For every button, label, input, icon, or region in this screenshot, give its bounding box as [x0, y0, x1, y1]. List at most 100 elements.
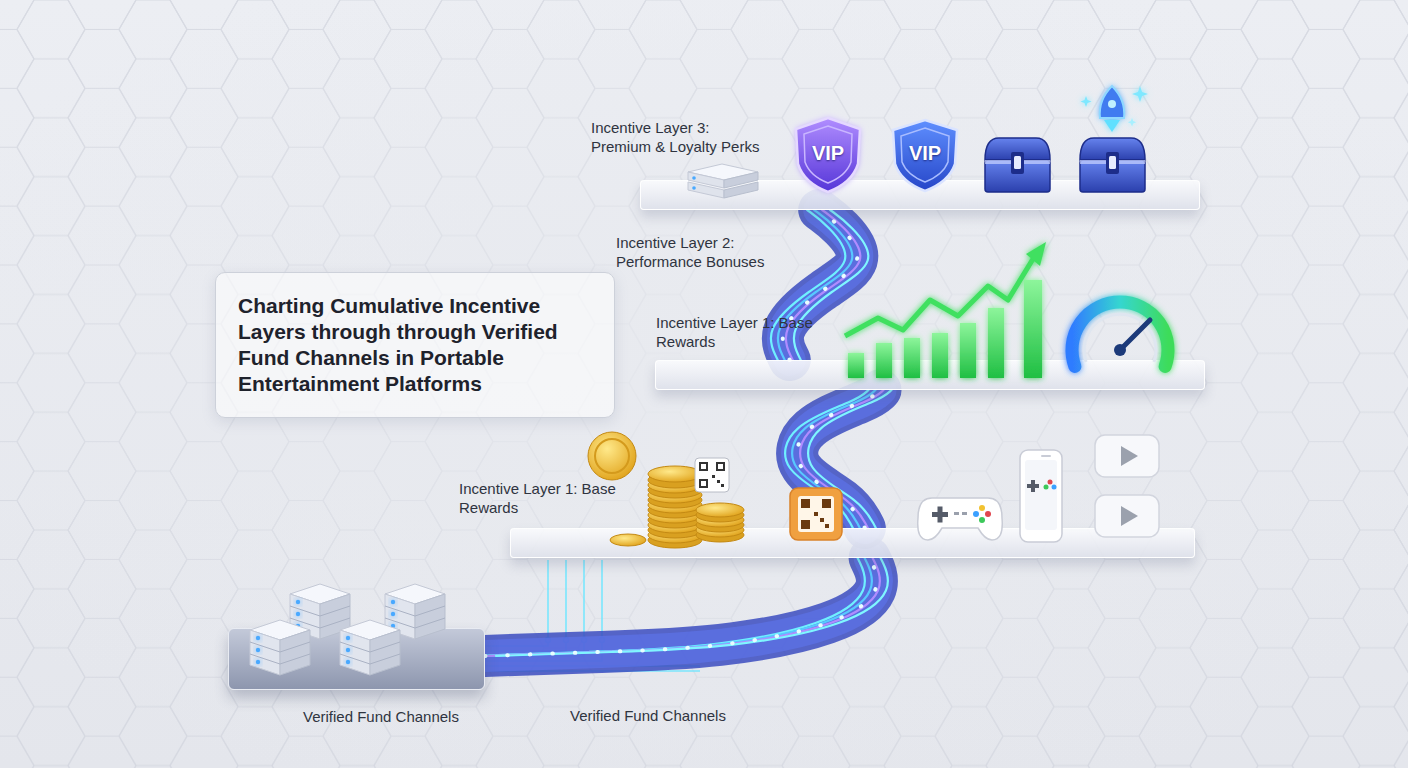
coin-stack-part: [696, 503, 744, 517]
coin-stack-part: [648, 502, 702, 518]
road-lane: [785, 390, 868, 528]
fund-road: [771, 210, 869, 360]
qr-code-part: [718, 464, 723, 469]
road-lane: [496, 558, 888, 656]
road-lane: [800, 390, 883, 528]
qr-tile-part: [820, 518, 824, 522]
gamepad-icon-part: [962, 512, 967, 515]
road-lane: [485, 558, 877, 656]
incentive-shelf: Incentive Layer 3: Premium & Loyalty Per…: [640, 180, 1200, 210]
gauge-icon-part: [1114, 344, 1126, 356]
road-lane: [808, 390, 891, 528]
badge-label: VIP: [788, 141, 868, 165]
incentive-shelf: Incentive Layer 1: Base Rewards: [510, 528, 1195, 558]
layer-label: Incentive Layer 1: Base Rewards: [459, 479, 641, 517]
bar-chart: [845, 242, 1046, 378]
qr-code-part: [721, 484, 724, 487]
gauge-icon: [1072, 302, 1168, 366]
play-button-part: [1121, 446, 1138, 466]
coin-stack-part: [648, 477, 702, 493]
fund-road: [473, 558, 888, 656]
phone-icon-part: [1025, 460, 1057, 530]
play-button: [1095, 435, 1159, 537]
coin-stack-part: [648, 482, 702, 498]
coin-stack-part: [648, 492, 702, 508]
road-dots: [797, 390, 880, 528]
coin-stack-part: [696, 513, 744, 527]
qr-code: [695, 458, 729, 492]
phone-icon-part: [1031, 480, 1035, 492]
bar-chart-part: [845, 254, 1036, 336]
layer-label: Incentive Layer 3: Premium & Loyalty Per…: [591, 118, 773, 156]
title-box: Charting Cumulative Incentive Layers thr…: [215, 272, 615, 418]
phone-icon-part: [1027, 484, 1039, 488]
qr-code-part: [699, 462, 708, 471]
fund-platform: Verified Fund Channels: [228, 628, 485, 690]
rocket-icon-part: [1108, 100, 1116, 108]
gamepad-icon-part: [979, 517, 985, 523]
gamepad-icon-part: [985, 511, 991, 517]
play-button-part: [1121, 506, 1138, 526]
coin-stack-part: [648, 472, 702, 488]
rocket-icon: [1081, 86, 1149, 132]
phone-icon-part: [1052, 485, 1057, 490]
rocket-icon-part: [1132, 86, 1148, 102]
rocket-icon-part: [1128, 118, 1136, 126]
coin-stack-part: [588, 432, 636, 480]
road-lane: [473, 558, 865, 656]
small-server-part: [688, 164, 758, 180]
rocket-icon-part: [1081, 96, 1092, 107]
qr-code-part: [695, 458, 729, 492]
gamepad-icon-part: [954, 512, 959, 515]
coin-stack-part: [648, 507, 702, 523]
road-dots: [783, 210, 858, 360]
road-lane: [480, 558, 872, 656]
road-dots: [485, 558, 877, 656]
incentive-shelf: Incentive Layer 2: Performance BonusesIn…: [655, 360, 1205, 390]
coin-stack-part: [696, 508, 744, 522]
qr-tile-part: [822, 499, 831, 508]
qr-code-part: [716, 462, 725, 471]
coin-stack-part: [595, 439, 629, 473]
qr-code-part: [712, 475, 715, 478]
road-lane: [485, 558, 877, 656]
qr-tile-part: [814, 512, 818, 516]
road-lane: [786, 210, 861, 360]
gamepad-icon-part: [938, 507, 943, 523]
qr-code-part: [699, 479, 708, 488]
layer-label: Verified Fund Channels: [303, 707, 523, 726]
play-button-part: [1095, 435, 1159, 477]
badge-label: VIP: [885, 141, 965, 165]
qr-tile-part: [798, 496, 834, 532]
bar-chart-part: [1026, 242, 1046, 266]
road-lane: [488, 558, 880, 656]
coin-stack-part: [648, 512, 702, 528]
layer-label: Incentive Layer 1: Base Rewards: [656, 313, 838, 351]
gauge-icon-part: [1084, 314, 1156, 362]
gamepad-icon-part: [932, 512, 948, 517]
coin-stack-part: [648, 487, 702, 503]
rocket-icon-part: [1100, 86, 1125, 118]
gamepad-icon-part: [979, 505, 985, 511]
qr-code-part: [701, 481, 706, 486]
fund-road: [785, 390, 891, 528]
coin-stack-part: [648, 497, 702, 513]
qr-code-part: [701, 464, 706, 469]
coin-stack-part: [648, 466, 702, 482]
gauge-icon-part: [1072, 302, 1168, 366]
road-lane: [794, 210, 869, 360]
phone-icon-part: [1044, 485, 1049, 490]
rocket-icon-part: [1104, 120, 1120, 132]
channel-label: Verified Fund Channels: [570, 706, 790, 725]
gamepad-icon-part: [973, 511, 979, 517]
phone-icon-part: [1048, 480, 1053, 485]
qr-code-part: [717, 480, 720, 483]
qr-tile-part: [801, 499, 810, 508]
diagram-title: Charting Cumulative Incentive Layers thr…: [238, 293, 592, 397]
phone-icon-part: [1041, 455, 1051, 457]
layer-label: Incentive Layer 2: Performance Bonuses: [616, 233, 798, 271]
gauge-icon-part: [1120, 320, 1150, 350]
